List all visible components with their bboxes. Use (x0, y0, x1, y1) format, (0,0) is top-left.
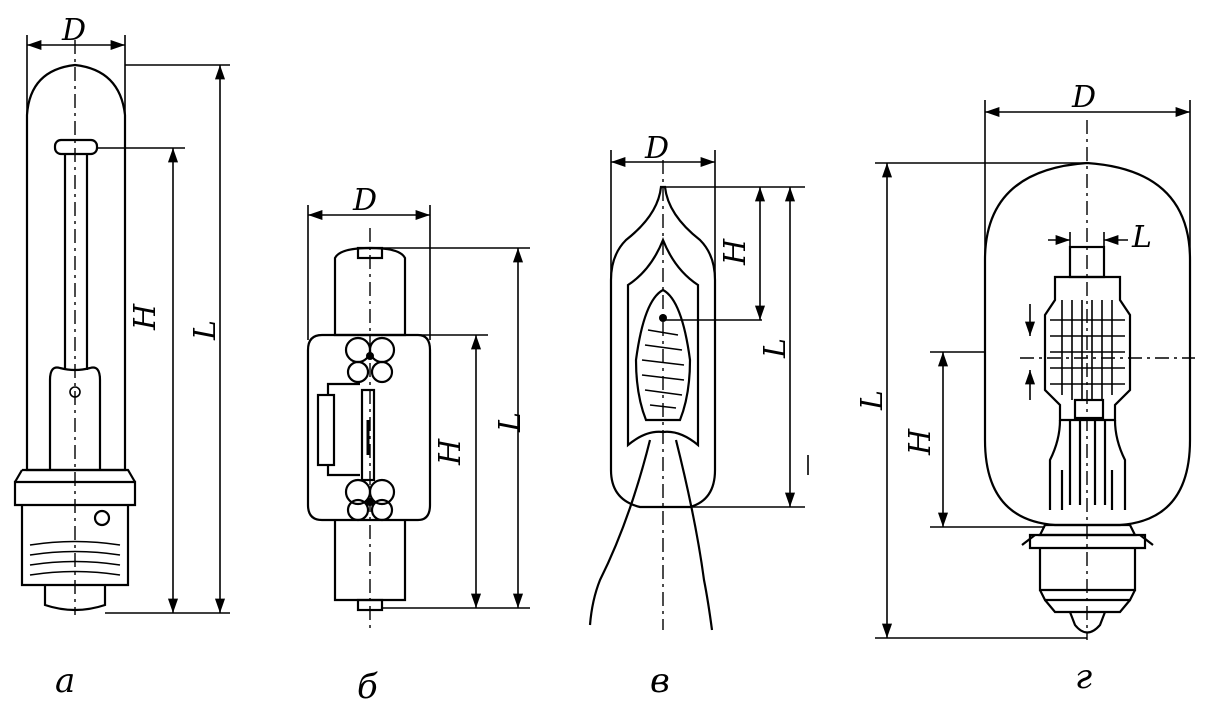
dim-filament-width-g: L (1048, 220, 1152, 255)
dim-label-d-a: D (61, 13, 86, 48)
dim-label-filament-width-g: L (1131, 220, 1152, 255)
dim-label-l-b: L (493, 412, 528, 433)
dim-d-a: D (26, 13, 126, 115)
dim-label-l-a: L (188, 320, 223, 341)
dim-label-h-g: H (903, 428, 938, 456)
dim-label-d-b: D (352, 183, 377, 218)
dim-l-g: L (855, 162, 1087, 639)
caption-b: б (357, 667, 378, 707)
dim-l-b: L (382, 247, 530, 609)
bulb-v (588, 185, 717, 631)
dim-l-v: L (665, 186, 805, 508)
dim-label-h-b: H (433, 438, 468, 466)
caption-a: а (55, 661, 75, 701)
dim-label-d-v: D (644, 131, 669, 166)
dim-label-d-g: D (1071, 80, 1096, 115)
dim-label-h-v: H (718, 238, 753, 266)
caption-v: в (650, 661, 670, 701)
caption-g: г (1075, 657, 1092, 697)
figure-b-double-ended-lamp: D L H б (306, 183, 530, 707)
bulb-b (306, 246, 432, 612)
dim-h-b: H (370, 334, 488, 608)
dim-h-g: H (903, 351, 1045, 528)
figure-a-tubular-lamp: D L H а (13, 13, 230, 701)
dim-l-a: L (105, 64, 230, 614)
dim-d-g: D (984, 80, 1191, 260)
dim-h-a: H (97, 147, 185, 613)
figure-v-miniature-lamp: D L H в (588, 131, 809, 701)
dim-d-b: D (307, 183, 431, 340)
dim-label-h-a: H (128, 303, 163, 331)
dim-label-l-g: L (855, 390, 890, 411)
dim-h-v: H (663, 187, 766, 321)
dim-d-v: D (610, 131, 716, 280)
dim-label-l-v: L (758, 338, 793, 359)
bulb-a (25, 63, 127, 472)
base-a (13, 468, 137, 612)
figure-g-projector-lamp: D L H L г (855, 80, 1195, 697)
